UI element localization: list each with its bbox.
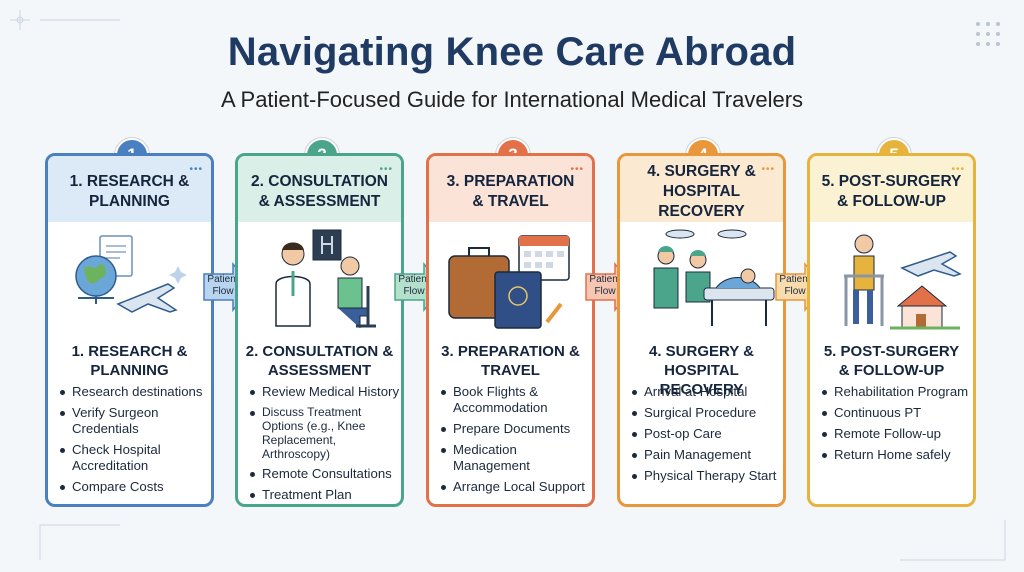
list-item: Discuss Treatment Options (e.g., Knee Re… [250,405,400,461]
list-item: Compare Costs [60,479,210,495]
list-item: Post-op Care [632,426,782,442]
step-4-menu-dots-icon: ••• [761,164,775,175]
step-1-heading: 1. RESEARCH & PLANNING [69,173,190,210]
list-item: Rehabilitation Program [822,384,972,400]
page-subtitle: A Patient-Focused Guide for Internationa… [220,87,804,112]
step-3-card: 3. PREPARATION & TRAVEL ••• 3. PREPARATI… [426,153,595,507]
step-2-header: 2. CONSULTATION & ASSESSMENT [238,156,401,222]
list-item: Check Hospital Accreditation [60,442,210,474]
list-item: Prepare Documents [441,421,591,437]
step-2-list: Review Medical History Discuss Treatment… [250,384,400,504]
step-5-list: Rehabilitation Program Continuous PT Rem… [822,384,972,468]
patient-flow-label: Patient Flow [779,274,811,297]
list-item: Continuous PT [822,405,972,421]
step-1-header: 1. RESEARCH & PLANNING [48,156,211,222]
patient-flow-label: Patient Flow [589,274,621,297]
list-item: Remote Follow-up [822,426,972,442]
step-2-card: 2. CONSULTATION & ASSESSMENT ••• 2. CONS… [235,153,404,507]
step-5-menu-dots-icon: ••• [951,164,965,175]
step-4-subheading: 4. SURGERY & HOSPITAL RECOVERY [648,343,755,398]
patient-walker-home-airplane-icon [844,234,962,330]
globe-document-airplane-icon [75,235,187,313]
step-2-heading: 2. CONSULTATION & ASSESSMENT [251,173,388,210]
step-4-header: 4. SURGERY & HOSPITAL RECOVERY [620,156,783,222]
step-3-subheading: 3. PREPARATION & TRAVEL [441,343,580,379]
step-2-subheading: 2. CONSULTATION & ASSESSMENT [245,343,394,379]
list-item: Review Medical History [250,384,400,400]
list-item: Surgical Procedure [632,405,782,421]
list-item: Remote Consultations [250,466,400,482]
step-1-subheading: 1. RESEARCH & PLANNING [71,343,188,379]
list-item: Pain Management [632,447,782,463]
suitcase-passport-calendar-icon [448,235,570,329]
step-3-header: 3. PREPARATION & TRAVEL [429,156,592,222]
step-3-menu-dots-icon: ••• [570,164,584,175]
list-item: Return Home safely [822,447,972,463]
step-5-heading: 5. POST-SURGERY & FOLLOW-UP [821,173,962,210]
list-item: Physical Therapy Start [632,468,782,484]
step-3-heading: 3. PREPARATION & TRAVEL [446,173,575,210]
list-item: Research destinations [60,384,210,400]
step-1-card: 1. RESEARCH & PLANNING ••• 1. RESEARCH &… [45,153,214,507]
surgery-team-icon [653,229,775,326]
step-2-menu-dots-icon: ••• [379,164,393,175]
list-item: Book Flights & Accommodation [441,384,591,416]
step-1-list: Research destinations Verify Surgeon Cre… [60,384,210,500]
decorative-dots-icon [976,22,1000,46]
step-5-header: 5. POST-SURGERY & FOLLOW-UP [810,156,973,222]
step-4-list: Arrival at Hospital Surgical Procedure P… [632,384,782,489]
step-1-menu-dots-icon: ••• [189,164,203,175]
list-item: Arrange Local Support [441,479,591,495]
page-title: Navigating Knee Care Abroad [227,30,797,74]
step-5-card: 5. POST-SURGERY & FOLLOW-UP ••• 5. POST-… [807,153,976,507]
list-item: Medication Management [441,442,591,474]
step-4-card: 4. SURGERY & HOSPITAL RECOVERY ••• 4. SU… [617,153,786,507]
list-item: Arrival at Hospital [632,384,782,400]
list-item: Treatment Plan [250,487,400,503]
step-4-heading: 4. SURGERY & HOSPITAL RECOVERY [647,163,756,220]
step-5-subheading: 5. POST-SURGERY & FOLLOW-UP [823,343,960,379]
doctor-consultation-icon [275,229,376,328]
patient-flow-label: Patient Flow [398,274,430,297]
step-3-list: Book Flights & Accommodation Prepare Doc… [441,384,591,500]
list-item: Verify Surgeon Credentials [60,405,210,437]
patient-flow-label: Patient Flow [207,274,239,297]
